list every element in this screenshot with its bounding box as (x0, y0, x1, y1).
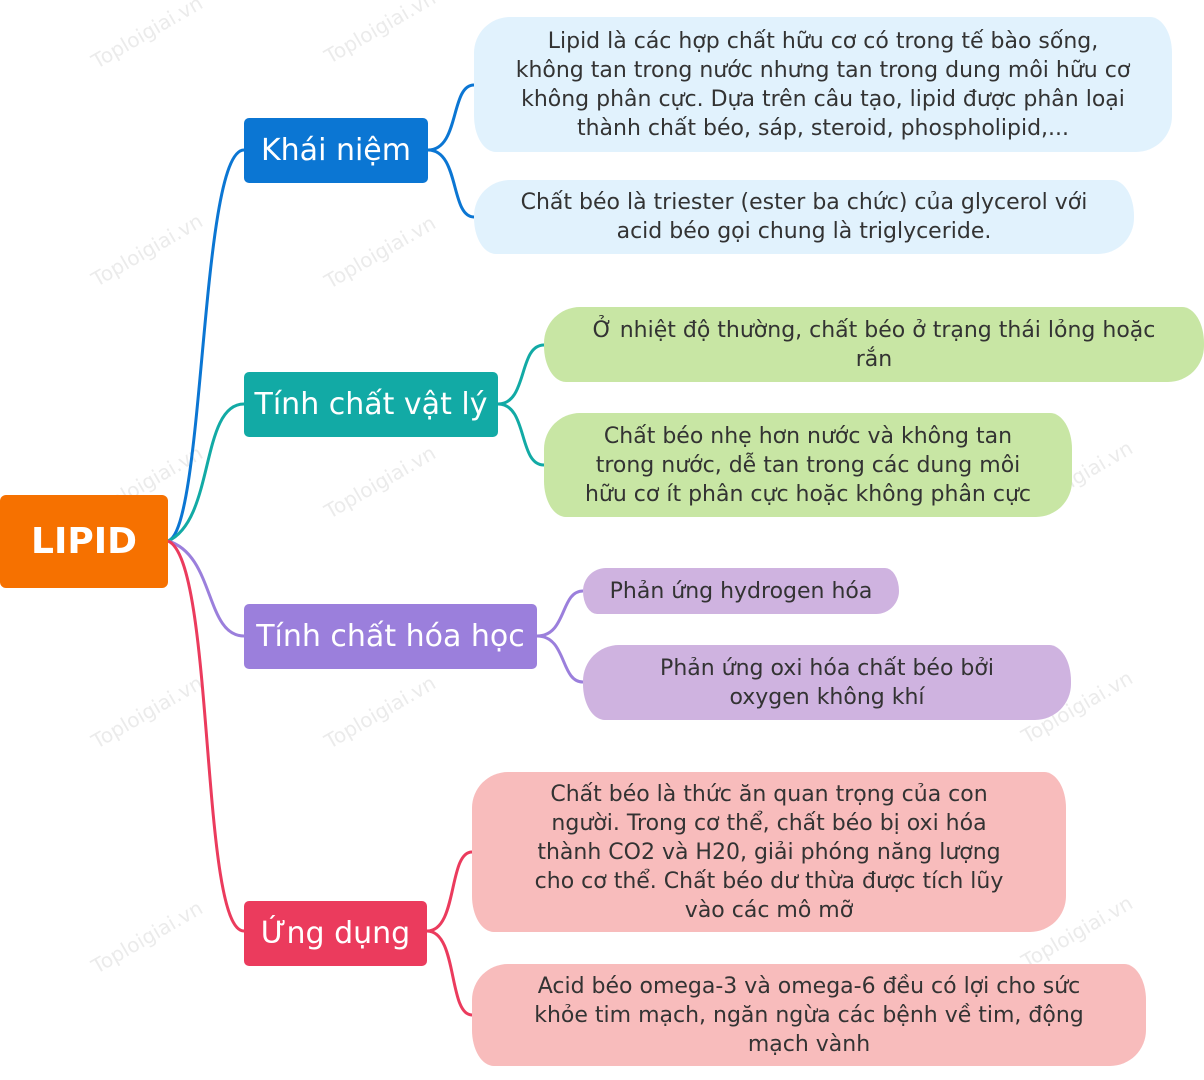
root-label: LIPID (31, 521, 137, 562)
root-node: LIPID (0, 495, 168, 588)
branch-label: Ứng dụng (260, 916, 411, 951)
leaf-khai-niem-2: Chất béo là triester (ester ba chức) của… (474, 180, 1134, 254)
leaf-hoa-hoc-1: Phản ứng hydrogen hóa (583, 568, 899, 614)
leaf-khai-niem-1: Lipid là các hợp chất hữu cơ có trong tế… (474, 17, 1172, 152)
branch-label: Tính chất vật lý (254, 387, 488, 422)
branch-ung-dung: Ứng dụng (244, 901, 427, 966)
connector-vat-ly (167, 402, 245, 543)
branch-tinh-chat-vat-ly: Tính chất vật lý (244, 372, 498, 437)
leaf-vat-ly-1: Ở nhiệt độ thường, chất béo ở trạng thái… (544, 307, 1204, 382)
leaf-vat-ly-2: Chất béo nhẹ hơn nước và không tan trong… (544, 413, 1072, 517)
branch-khai-niem: Khái niệm (244, 118, 428, 183)
branch-label: Khái niệm (261, 133, 411, 168)
branch-label: Tính chất hóa học (256, 619, 525, 654)
connector-khai-niem (167, 148, 245, 543)
branch-tinh-chat-hoa-hoc: Tính chất hóa học (244, 604, 537, 669)
connector-hoa-hoc (167, 539, 245, 638)
leaf-ung-dung-1: Chất béo là thức ăn quan trọng của con n… (472, 772, 1066, 932)
leaf-hoa-hoc-2: Phản ứng oxi hóa chất béo bởi oxygen khô… (583, 645, 1071, 720)
connector-ung-dung (167, 539, 245, 933)
leaf-ung-dung-2: Acid béo omega-3 và omega-6 đều có lợi c… (472, 964, 1146, 1066)
